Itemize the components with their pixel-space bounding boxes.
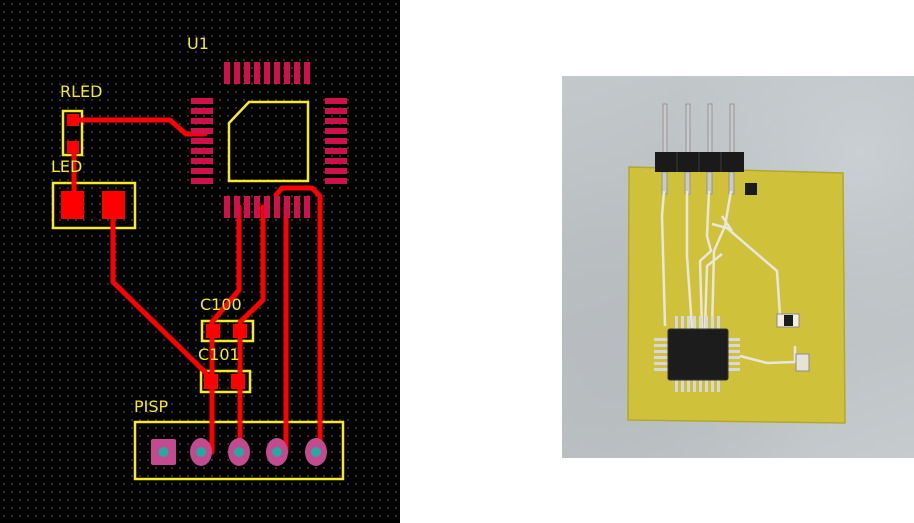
c100-pad-1	[206, 324, 220, 338]
trace-rled-u1	[71, 117, 208, 137]
pcb-substrate	[628, 167, 845, 423]
led-pad-2	[102, 191, 125, 219]
microcontroller-chip	[668, 329, 728, 380]
smd-capacitor	[795, 353, 810, 372]
c101-outline	[199, 369, 252, 394]
led-pad-1	[61, 191, 84, 219]
label-u1: U1	[187, 34, 209, 53]
c101-pad-2	[231, 374, 245, 389]
label-led: LED	[51, 157, 82, 176]
led-outline	[51, 181, 137, 230]
photo-traces	[660, 190, 797, 365]
label-rled: RLED	[60, 82, 102, 101]
label-c101: C101	[198, 345, 240, 364]
rled-pad-2	[67, 141, 79, 153]
trace-led-c101	[110, 205, 213, 385]
pisp-pads	[151, 438, 327, 466]
smd-part-top	[745, 183, 757, 195]
trace-u1-pisp5	[273, 185, 323, 455]
label-c100: C100	[200, 295, 242, 314]
label-pisp: PISP	[134, 397, 169, 416]
board-photo	[562, 76, 914, 458]
u1-pads	[191, 62, 347, 218]
pcb-layout-view: U1 RLED LED C100 C101 PISP	[0, 0, 400, 523]
pcb-drawing: U1 RLED LED C100 C101 PISP	[51, 34, 347, 481]
c101-pad-1	[204, 374, 218, 389]
u1-outline	[227, 100, 310, 183]
component-pads	[61, 114, 247, 389]
chip-pins	[654, 316, 740, 392]
rled-pad-1	[67, 114, 79, 126]
c100-pad-2	[233, 324, 247, 338]
c100-outline	[200, 319, 255, 343]
board-photo-drawing	[627, 103, 846, 424]
